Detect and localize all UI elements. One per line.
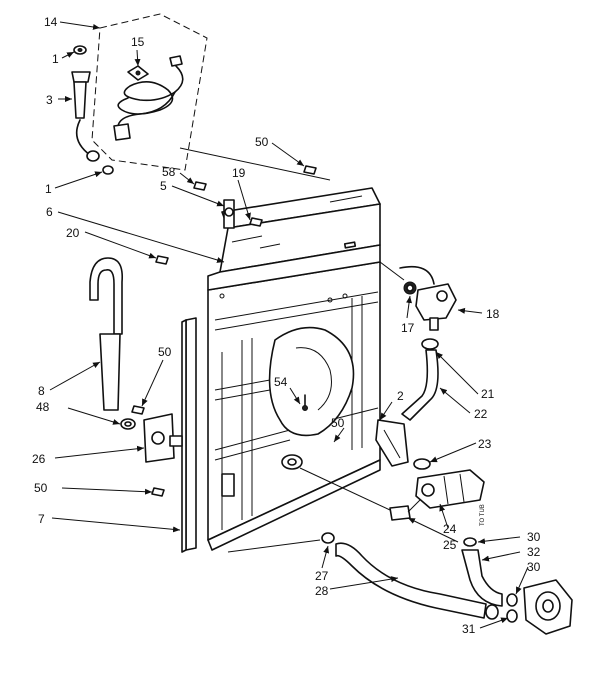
water-valve-part-18: [399, 265, 457, 331]
label-50-low: 50: [34, 481, 48, 495]
grommet-part-48: [120, 418, 136, 430]
washer-part-17: [403, 281, 417, 295]
drain-hose-part-8: [89, 257, 124, 411]
screw-part-20: [155, 255, 169, 265]
filter-part-25: [389, 505, 411, 521]
clamp-part-23: [413, 458, 431, 470]
label-50-top: 50: [255, 135, 269, 149]
label-8: 8: [38, 384, 45, 398]
screw-part-58: [193, 181, 207, 191]
label-30-bottom: 30: [527, 560, 541, 574]
side-rail-part-7: [181, 317, 197, 553]
to-tub-note: TO TUB: [480, 504, 486, 526]
label-24: 24: [443, 522, 457, 536]
drain-hose-part-28: [335, 542, 487, 619]
label-17: 17: [401, 321, 415, 335]
label-50-center: 50: [331, 416, 345, 430]
label-54: 54: [274, 375, 288, 389]
bracket-part-26: [143, 413, 183, 463]
label-15: 15: [131, 35, 145, 49]
label-25: 25: [443, 538, 457, 552]
screw-part-50-top: [303, 165, 317, 175]
label-27: 27: [315, 569, 329, 583]
part-number-labels: 14 15 1 3 1 50 58 19 5 6 20 17 18 50 54 …: [32, 15, 541, 636]
drain-pump-body: [523, 579, 573, 635]
pump-part-24: [415, 469, 485, 509]
label-20: 20: [66, 226, 80, 240]
clamp-part-27: [321, 532, 335, 544]
label-1-bottom: 1: [45, 182, 52, 196]
label-48: 48: [36, 400, 50, 414]
label-14: 14: [44, 15, 58, 29]
label-23: 23: [478, 437, 492, 451]
label-28: 28: [315, 584, 329, 598]
power-cord-coil: [113, 55, 184, 141]
label-58: 58: [162, 165, 176, 179]
label-30-top: 30: [527, 530, 541, 544]
label-50-mid: 50: [158, 345, 172, 359]
label-32: 32: [527, 545, 541, 559]
label-21: 21: [481, 387, 495, 401]
label-31: 31: [462, 622, 476, 636]
kit-dashed-outline: [91, 13, 208, 171]
label-26: 26: [32, 452, 46, 466]
clamp-part-30-top: [463, 537, 477, 547]
hose-elbow-part-32: [461, 549, 503, 607]
label-19: 19: [232, 166, 246, 180]
screw-part-50-low: [151, 487, 165, 497]
label-22: 22: [474, 407, 488, 421]
clamp-part-15: [127, 65, 149, 81]
clamp-part-31: [485, 604, 518, 623]
label-5: 5: [160, 179, 167, 193]
label-1-top: 1: [52, 52, 59, 66]
label-18: 18: [486, 307, 500, 321]
washer-part-1-bottom: [102, 165, 114, 175]
inlet-hose-part-3: [71, 71, 100, 162]
label-3: 3: [46, 93, 53, 107]
label-2: 2: [397, 389, 404, 403]
hose-part-2: [375, 419, 409, 467]
clamp-part-30-bottom: [506, 593, 518, 607]
label-6: 6: [46, 205, 53, 219]
rear-panel: [207, 187, 381, 551]
clamp-part-21: [421, 338, 439, 350]
washer-part-1-top: [73, 45, 87, 55]
label-7: 7: [38, 512, 45, 526]
screw-part-50-mid: [131, 405, 145, 415]
leader-lines: [49, 21, 529, 629]
valve-mount-part-5: [223, 199, 235, 229]
fill-hose-part-22: [401, 349, 439, 421]
screw-part-19: [249, 217, 263, 227]
